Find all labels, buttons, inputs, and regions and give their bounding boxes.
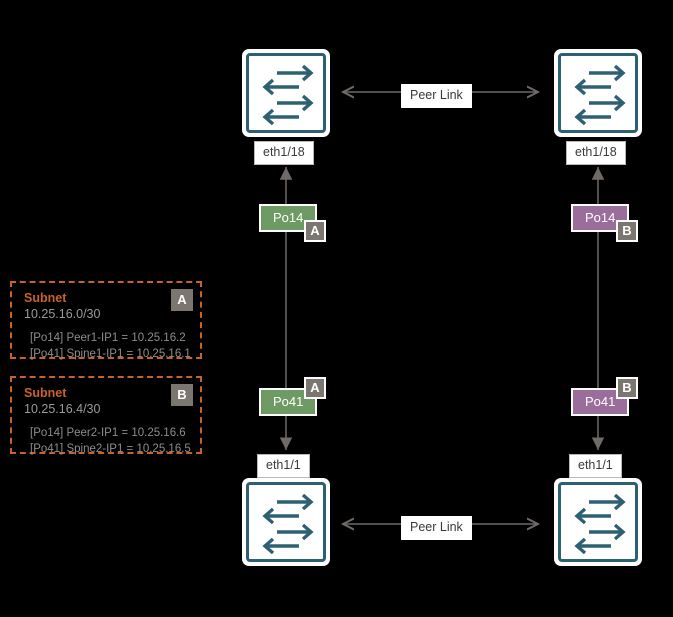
- switch-bottom-left[interactable]: [242, 478, 330, 566]
- subnet-row: [Po41] Spine2-IP1 = 10.25.16.5: [30, 443, 191, 456]
- switch-bottom-right[interactable]: [554, 478, 642, 566]
- switch-icon: [246, 53, 326, 133]
- subnet-row: [Po41] Spine1-IP1 = 10.25.16.1: [30, 348, 191, 361]
- subnet-cidr-a: 10.25.16.0/30: [24, 307, 101, 322]
- switch-icon: [558, 53, 638, 133]
- peer-link-label-top: Peer Link: [401, 84, 472, 108]
- subnet-title-a: Subnet: [24, 291, 67, 305]
- port-label-bottom-left: eth1/1: [257, 454, 310, 478]
- subnet-row: [Po14] Peer1-IP1 = 10.25.16.2: [30, 331, 186, 344]
- subnet-row: [Po14] Peer2-IP1 = 10.25.16.6: [30, 426, 186, 439]
- badge-right-po41: B: [616, 377, 638, 399]
- switch-icon: [246, 482, 326, 562]
- subnet-title-b: Subnet: [24, 386, 67, 400]
- port-label-top-left: eth1/18: [254, 141, 314, 165]
- port-label-top-right: eth1/18: [566, 141, 626, 165]
- badge-left-po14: A: [304, 220, 326, 242]
- peer-link-label-bottom: Peer Link: [401, 516, 472, 540]
- subnet-rows-b: [Po14] Peer2-IP1 = 10.25.16.6 [Po41] Spi…: [24, 425, 191, 458]
- badge-right-po14: B: [616, 220, 638, 242]
- subnet-box-b: Subnet 10.25.16.4/30 [Po14] Peer2-IP1 = …: [10, 376, 202, 455]
- subnet-badge-a: A: [171, 289, 193, 311]
- switch-top-left[interactable]: [242, 49, 330, 137]
- port-channel-right-po41[interactable]: Po41: [571, 388, 630, 416]
- switch-top-right[interactable]: [554, 49, 642, 137]
- switch-icon: [558, 482, 638, 562]
- subnet-badge-b: B: [171, 384, 193, 406]
- subnet-box-a: Subnet 10.25.16.0/30 [Po14] Peer1-IP1 = …: [10, 281, 202, 360]
- port-label-bottom-right: eth1/1: [569, 454, 622, 478]
- subnet-cidr-b: 10.25.16.4/30: [24, 402, 101, 417]
- subnet-rows-a: [Po14] Peer1-IP1 = 10.25.16.2 [Po41] Spi…: [24, 330, 191, 363]
- badge-left-po41: A: [304, 377, 326, 399]
